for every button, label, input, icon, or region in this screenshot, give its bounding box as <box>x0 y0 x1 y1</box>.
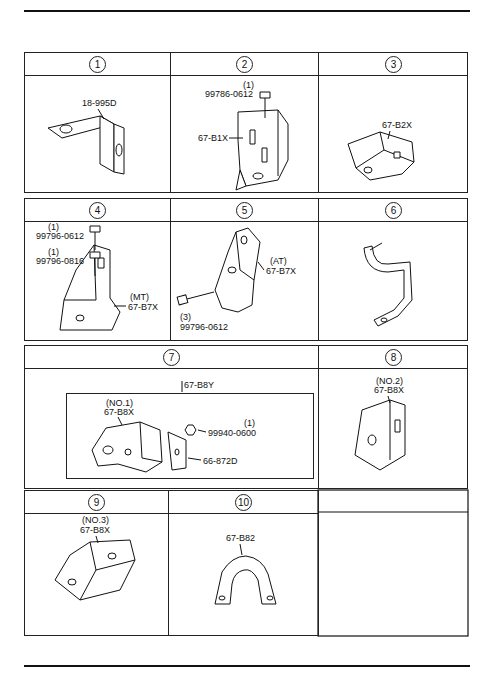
callout-circle: 7 <box>163 349 180 366</box>
part-label: 67-B82 <box>226 533 255 543</box>
callout-number: 10 <box>238 498 249 508</box>
empty-cell <box>318 490 468 636</box>
part-label: 67-B8X <box>374 385 404 395</box>
catalog-cell: 5 <box>170 198 319 341</box>
cell-header: 10 <box>169 491 318 514</box>
cell-header: 6 <box>319 199 467 222</box>
leader-line <box>229 138 243 139</box>
empty-cell-header <box>318 511 468 512</box>
top-rule <box>24 10 470 12</box>
callout-number: 6 <box>391 206 397 216</box>
cell-header: 1 <box>25 53 170 76</box>
part-label: 99796-0816 <box>36 256 84 266</box>
bolt <box>177 292 214 305</box>
catalog-cell: 8 <box>318 345 468 489</box>
callout-circle: 10 <box>235 494 252 511</box>
callout-circle: 4 <box>89 202 106 219</box>
callout-number: 4 <box>95 206 101 216</box>
part-label: (NO.1) <box>106 398 133 408</box>
part-label: 67-B2X <box>382 120 412 130</box>
part-label: 67-B8X <box>104 407 134 417</box>
part-label: 66-872D <box>203 456 238 466</box>
part-label: 67-B8X <box>80 525 110 535</box>
callout-circle: 5 <box>236 202 253 219</box>
callout-number: 1 <box>95 60 101 70</box>
part-label: 99786-0612 <box>205 89 253 99</box>
part-label: (NO.2) <box>376 376 403 386</box>
bracket-67-B8X-no2 <box>355 400 405 470</box>
bolt <box>90 226 100 276</box>
part-label: (NO.3) <box>82 515 109 525</box>
callout-number: 5 <box>242 206 248 216</box>
callout-number: 7 <box>169 353 175 363</box>
callout-circle: 1 <box>89 56 106 73</box>
part-label: 99940-0600 <box>208 428 256 438</box>
callout-circle: 8 <box>385 349 402 366</box>
leader-line <box>388 396 390 403</box>
part-label: (MT) <box>130 292 149 302</box>
cell-header: 7 <box>25 346 318 369</box>
cell-header: 4 <box>25 199 170 222</box>
nut <box>185 425 196 435</box>
leader-line <box>118 417 122 425</box>
bracket-67-B2X <box>348 132 414 180</box>
catalog-cell: 1 <box>24 52 171 193</box>
cell-header: 8 <box>319 346 467 369</box>
cell-header: 2 <box>171 53 318 76</box>
part-label: (1) <box>48 247 59 257</box>
cell-header: 9 <box>25 491 168 514</box>
catalog-cell: 7 67-B8Y <box>24 345 319 489</box>
part-label: (1) <box>243 80 254 90</box>
part-label: (3) <box>180 312 191 322</box>
leader-line <box>98 109 104 119</box>
callout-number: 9 <box>94 498 100 508</box>
leader-line <box>240 544 242 555</box>
cell-header: 3 <box>319 53 467 76</box>
leader-line <box>198 430 206 432</box>
assembly-number: 67-B8Y <box>184 380 214 390</box>
callout-number: 8 <box>391 353 397 363</box>
bracket-66-872D <box>168 432 186 470</box>
part-label: (1) <box>48 222 59 232</box>
bracket-67-B7X-at <box>215 228 260 312</box>
catalog-cell: 10 <box>168 490 319 636</box>
part-label: (1) <box>244 418 255 428</box>
leader-line <box>114 306 126 307</box>
catalog-cell: 2 <box>170 52 319 193</box>
leader-line <box>96 536 98 543</box>
assembly-box: 67-B8Y <box>66 393 314 479</box>
part-label: 67-B1X <box>198 133 228 143</box>
callout-number: 2 <box>242 60 248 70</box>
leader-line <box>370 243 382 250</box>
cell-header: 5 <box>171 199 318 222</box>
part-label: (AT) <box>270 256 287 266</box>
part-label: 67-B7X <box>128 302 158 312</box>
catalog-cell: 4 <box>24 198 171 341</box>
leader-line <box>182 381 183 392</box>
part-label: 18-995D <box>82 98 117 108</box>
callout-circle: 2 <box>236 56 253 73</box>
bracket-67-B74 <box>364 246 412 326</box>
bottom-rule <box>24 665 470 667</box>
callout-circle: 3 <box>385 56 402 73</box>
bracket-67-B82 <box>215 556 276 604</box>
bracket-67-B8X-no1 <box>92 422 162 472</box>
catalog-cell: 9 <box>24 490 169 636</box>
part-label: 99796-0612 <box>36 231 84 241</box>
bracket-18-995D <box>48 116 124 174</box>
bracket-67-B1X <box>236 110 288 190</box>
callout-circle: 6 <box>385 202 402 219</box>
catalog-cell: 6 <box>318 198 468 341</box>
callout-number: 3 <box>391 60 397 70</box>
bolt <box>260 92 270 118</box>
bracket-67-B8X-no3 <box>55 540 135 600</box>
part-label: 99796-0612 <box>180 322 228 332</box>
callout-circle: 9 <box>88 494 105 511</box>
leader-line <box>388 131 390 139</box>
leader-line <box>258 262 264 270</box>
leader-line <box>188 458 201 460</box>
part-label: 67-B7X <box>266 266 296 276</box>
